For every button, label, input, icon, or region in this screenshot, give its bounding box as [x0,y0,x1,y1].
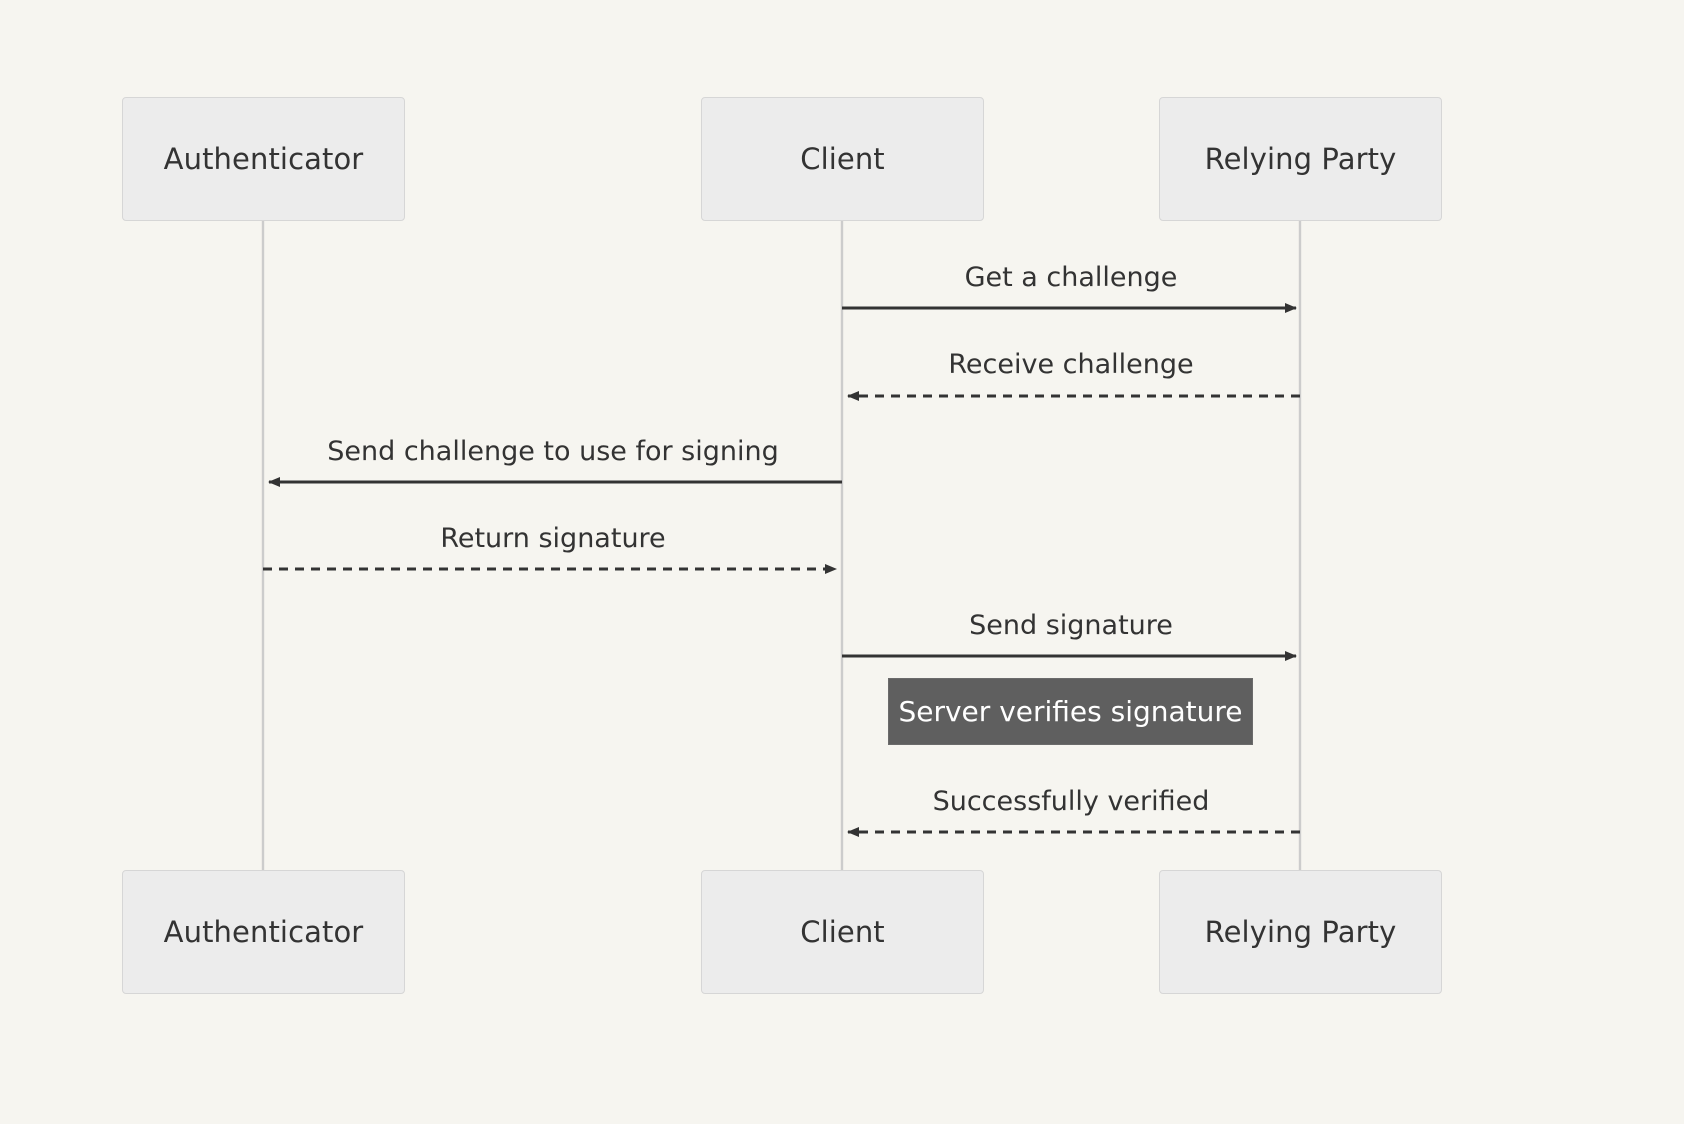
message-label-send-signature: Send signature [969,610,1173,641]
participant-label-client-top: Client [800,142,885,176]
participant-box-client-bottom[interactable]: Client [701,870,984,994]
participant-label-client-bottom: Client [800,915,885,949]
participant-box-authenticator-bottom[interactable]: Authenticator [122,870,405,994]
note-label-server-verifies-signature: Server verifies signature [898,695,1243,728]
participant-label-relying-party-top: Relying Party [1204,142,1397,176]
participant-label-authenticator-top: Authenticator [163,142,364,176]
participant-box-relying-party-bottom[interactable]: Relying Party [1159,870,1442,994]
participant-label-authenticator-bottom: Authenticator [163,915,364,949]
message-label-receive-challenge: Receive challenge [948,349,1194,380]
participant-label-relying-party-bottom: Relying Party [1204,915,1397,949]
message-label-send-challenge-to-use-for-signing: Send challenge to use for signing [327,436,779,467]
note-server-verifies-signature[interactable]: Server verifies signature [888,678,1253,745]
message-label-successfully-verified: Successfully verified [932,786,1210,817]
message-label-get-a-challenge: Get a challenge [964,262,1178,293]
participant-box-relying-party-top[interactable]: Relying Party [1159,97,1442,221]
message-label-return-signature: Return signature [440,523,666,554]
participant-box-client-top[interactable]: Client [701,97,984,221]
lifelines [261,221,1302,871]
participant-box-authenticator-top[interactable]: Authenticator [122,97,405,221]
